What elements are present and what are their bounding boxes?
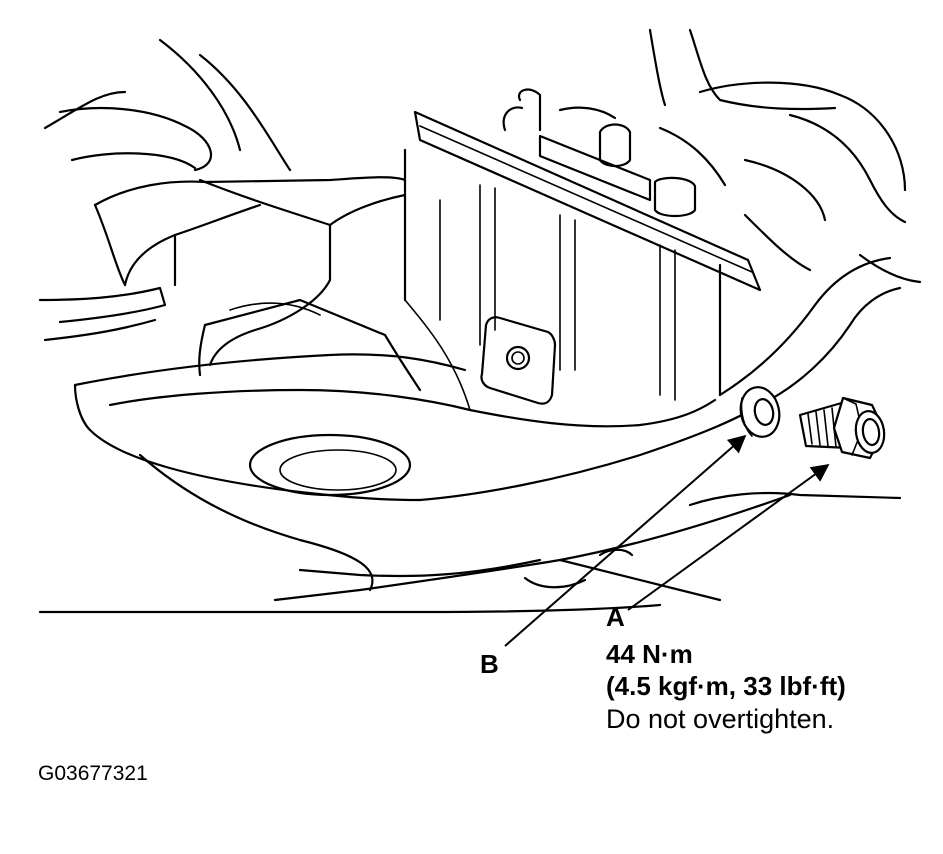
subframe-outline — [38, 256, 902, 614]
drain-bolt — [798, 396, 886, 460]
torque-spec-alternate: (4.5 kgf·m, 33 lbf·ft) — [606, 671, 846, 701]
torque-spec-metric: 44 N·m — [606, 639, 693, 669]
callout-arrow-b — [504, 434, 747, 647]
figure-code: G03677321 — [38, 762, 148, 785]
overtighten-warning: Do not overtighten. — [606, 704, 835, 734]
callout-arrow-a — [627, 463, 830, 611]
callout-label-a: A — [606, 602, 625, 632]
drain-boss — [480, 316, 557, 405]
callout-label-b: B — [480, 649, 499, 679]
sealing-washer — [739, 386, 781, 438]
pan-flange-bracket — [403, 110, 762, 302]
oil-pan-body — [73, 178, 762, 502]
